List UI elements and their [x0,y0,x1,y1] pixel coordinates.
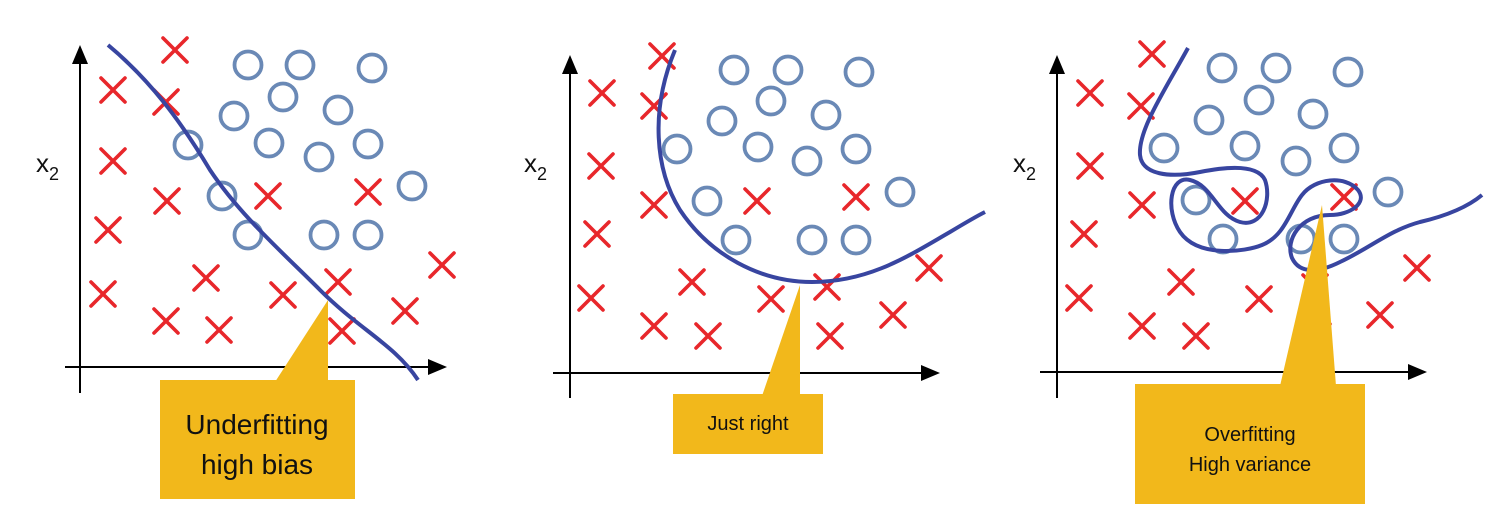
panel-underfitting: x2 [36,36,456,499]
circles [1148,52,1404,255]
callout-just-right: Just right [673,285,823,454]
callout-overfitting: Overfitting High variance [1135,205,1365,504]
callout-line-2: high bias [201,449,313,480]
y-axis-label: x2 [524,148,547,184]
callout-line-1: Overfitting [1204,424,1295,446]
panel-overfitting: x2 [1013,40,1484,504]
fit-curve [656,49,986,285]
callout-line-1: Just right [707,413,789,435]
axes [553,55,940,398]
panel-just-right: x2 [524,42,986,454]
fit-curve [106,43,420,382]
callout-line-2: High variance [1189,454,1311,476]
y-axis-label: x2 [36,148,59,184]
y-axis-label: x2 [1013,148,1036,184]
circles [172,49,428,251]
circles [661,54,916,256]
callout-underfitting: Underfitting high bias [160,300,355,499]
callout-line-1: Underfitting [185,409,328,440]
axes [65,45,447,393]
axes [1040,55,1427,398]
